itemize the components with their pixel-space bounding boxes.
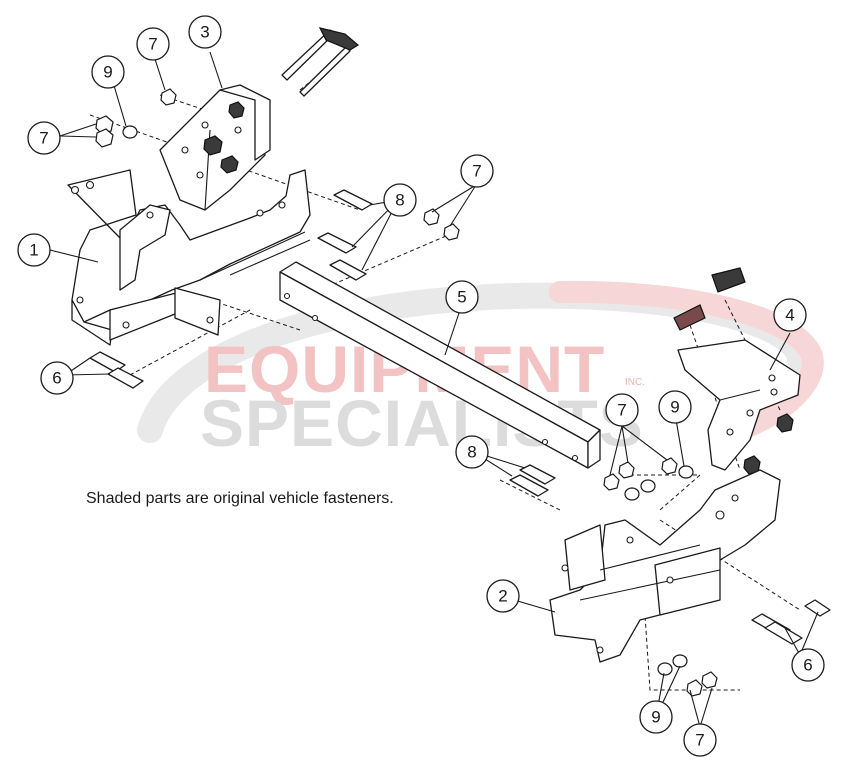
watermark-inc: INC. bbox=[625, 377, 645, 388]
bolts bbox=[89, 189, 831, 645]
svg-text:7: 7 bbox=[472, 162, 481, 181]
svg-text:1: 1 bbox=[29, 241, 38, 260]
svg-text:5: 5 bbox=[457, 288, 466, 307]
svg-text:6: 6 bbox=[52, 369, 61, 388]
callout-7-bottom: 7 bbox=[683, 723, 717, 757]
svg-text:8: 8 bbox=[467, 443, 476, 462]
callout-6-left: 6 bbox=[40, 361, 74, 395]
callout-7-left: 7 bbox=[27, 121, 61, 155]
svg-text:9: 9 bbox=[670, 398, 679, 417]
part-3-upper-mount bbox=[159, 27, 360, 211]
callout-5: 5 bbox=[445, 280, 479, 314]
callout-8-upper: 8 bbox=[383, 183, 417, 217]
shaded-parts-note: Shaded parts are original vehicle fasten… bbox=[86, 490, 394, 507]
part-5-crossbar bbox=[279, 261, 601, 469]
callout-6-right: 6 bbox=[791, 648, 825, 682]
svg-text:7: 7 bbox=[617, 401, 626, 420]
callout-7-top: 7 bbox=[136, 27, 170, 61]
svg-text:7: 7 bbox=[695, 731, 704, 750]
callout-2: 2 bbox=[486, 579, 520, 613]
callout-3: 3 bbox=[188, 15, 222, 49]
svg-text:3: 3 bbox=[200, 23, 209, 42]
callout-4: 4 bbox=[773, 298, 807, 332]
callout-9-bottom: 9 bbox=[639, 700, 673, 734]
svg-text:4: 4 bbox=[785, 306, 794, 325]
svg-text:9: 9 bbox=[103, 63, 112, 82]
svg-text:2: 2 bbox=[498, 587, 507, 606]
callout-9-left: 9 bbox=[91, 55, 125, 89]
callout-8-lower: 8 bbox=[455, 435, 489, 469]
part-4-right-mount bbox=[673, 267, 801, 475]
callout-7-right: 7 bbox=[605, 393, 639, 427]
part-2-right-bracket bbox=[549, 469, 781, 663]
svg-text:6: 6 bbox=[803, 656, 812, 675]
callout-9-right: 9 bbox=[658, 390, 692, 424]
svg-text:8: 8 bbox=[395, 191, 404, 210]
svg-text:7: 7 bbox=[148, 35, 157, 54]
svg-text:9: 9 bbox=[651, 708, 660, 727]
callout-1: 1 bbox=[17, 233, 51, 267]
callout-7-mid: 7 bbox=[460, 154, 494, 188]
part-1-left-bracket bbox=[67, 169, 311, 346]
svg-text:7: 7 bbox=[39, 129, 48, 148]
